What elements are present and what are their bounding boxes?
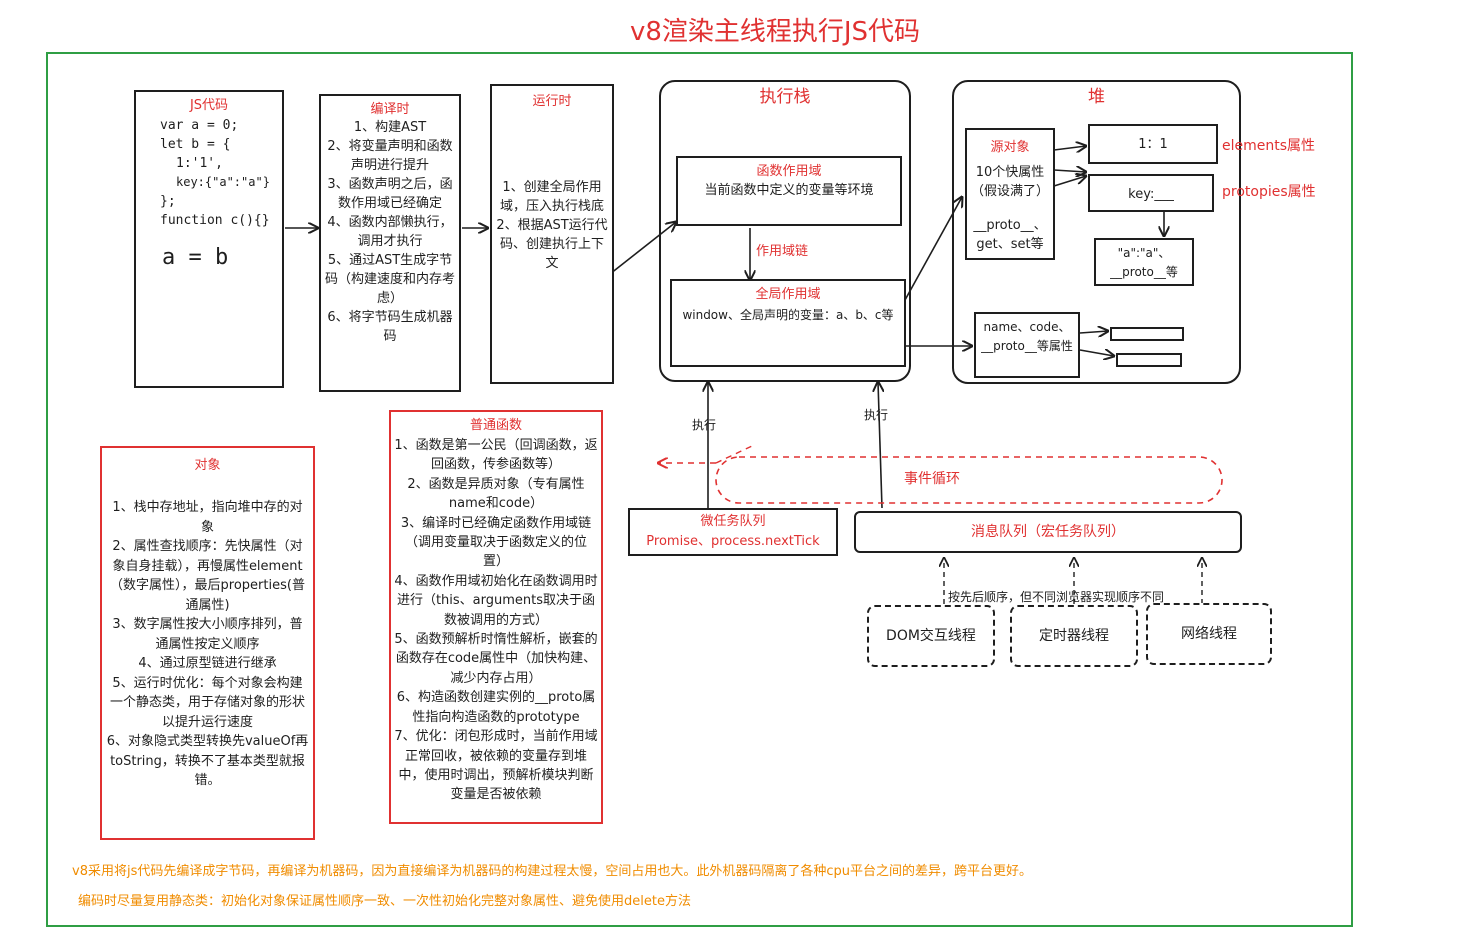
- footer-note: 编码时尽量复用静态类：初始化对象保证属性顺序一致、一次性初始化完整对象属性、避免…: [78, 894, 691, 909]
- microtask-title: 微任务队列: [700, 514, 766, 529]
- global-scope-box: 全局作用域 window、全局声明的变量：a、b、c等: [670, 279, 906, 367]
- function-body: 1、函数是第一公民（回调函数，返回函数，传参函数等） 2、函数是异质对象（专有属…: [394, 438, 598, 803]
- object-heading: 对象: [194, 458, 221, 473]
- arrow-macro-exec: [878, 382, 882, 509]
- function-props-body: name、code、__proto__等属性: [981, 320, 1073, 353]
- compile-body: 1、构建AST 2、将变量声明和函数声明进行提升 3、函数声明之后，函数作用域已…: [325, 120, 456, 344]
- footer-note: v8采用将js代码先编译成字节码，再编译为机器码，因为直接编译为机器码的构建过程…: [72, 864, 1032, 879]
- macrotask-title: 消息队列（宏任务队列）: [971, 524, 1125, 540]
- microtask-body: Promise、process.nextTick: [646, 534, 820, 549]
- runtime-body: 1、创建全局作用域，压入执行栈底 2、根据AST运行代码、创建执行上下文: [496, 180, 608, 271]
- network-thread-label: 网络线程: [1181, 626, 1237, 642]
- event-loop-ellipse: [715, 456, 1223, 504]
- dom-thread: DOM交互线程: [867, 605, 995, 667]
- elements-box: 1：1: [1088, 124, 1218, 164]
- arrow-funcprops-1: [1079, 331, 1108, 333]
- key-value: key:___: [1128, 187, 1174, 202]
- js-code-line: };: [160, 194, 176, 209]
- source-object-body: 10个快属性（假设满了）: [970, 165, 1049, 199]
- source-object-box: 源对象 10个快属性（假设满了） __proto__、get、set等: [965, 128, 1055, 260]
- compile-heading: 编译时: [370, 102, 410, 117]
- function-box: 普通函数 1、函数是第一公民（回调函数，返回函数，传参函数等） 2、函数是异质对…: [389, 410, 603, 824]
- js-code-line: 1:'1',: [176, 156, 223, 171]
- outer-frame: [46, 52, 1353, 927]
- arrow-source-to-key2: [1053, 176, 1086, 187]
- runtime-heading: 运行时: [532, 94, 572, 109]
- key-box: key:___: [1088, 174, 1214, 212]
- page-title: v8渲染主线程执行JS代码: [629, 17, 921, 47]
- execution-stack: 执行栈: [659, 80, 911, 382]
- function-prop-slot: [1116, 353, 1182, 367]
- execute-label: 执行: [692, 418, 717, 432]
- dom-thread-label: DOM交互线程: [886, 628, 976, 644]
- heap-heading: 堆: [1088, 87, 1105, 107]
- js-code-line: function c(){}: [160, 213, 270, 228]
- function-scope-box: 函数作用域 当前函数中定义的变量等环境: [676, 156, 902, 226]
- source-object-proto: __proto__、get、set等: [973, 218, 1047, 252]
- timer-thread: 定时器线程: [1010, 605, 1138, 667]
- function-scope-body: 当前函数中定义的变量等环境: [704, 183, 874, 198]
- function-props-box: name、code、__proto__等属性: [974, 312, 1080, 378]
- js-code-assign: a = b: [162, 245, 229, 270]
- event-loop-label: 事件循环: [904, 471, 960, 487]
- js-code-line: var a = 0;: [160, 118, 239, 133]
- global-scope-title: 全局作用域: [755, 287, 821, 302]
- macrotask-queue: 消息队列（宏任务队列）: [854, 511, 1242, 553]
- global-scope-body: window、全局声明的变量：a、b、c等: [682, 308, 894, 322]
- network-thread: 网络线程: [1146, 603, 1272, 665]
- arrow-funcprops-2: [1079, 350, 1114, 356]
- stack-heading: 执行栈: [759, 87, 811, 107]
- function-prop-slot: [1110, 327, 1184, 341]
- heap: 堆: [952, 80, 1241, 384]
- source-object-title: 源对象: [990, 140, 1030, 155]
- nested-object-box: "a":"a"、__proto__等: [1094, 238, 1194, 286]
- arrow-source-to-elements: [1053, 146, 1086, 150]
- object-body: 1、栈中存地址，指向堆中存的对象 2、属性查找顺序：先快属性（对象自身挂载），再…: [106, 500, 309, 788]
- object-box: 对象 1、栈中存地址，指向堆中存的对象 2、属性查找顺序：先快属性（对象自身挂载…: [100, 446, 315, 840]
- function-heading: 普通函数: [469, 418, 522, 433]
- runtime-box: 运行时 1、创建全局作用域，压入执行栈底 2、根据AST运行代码、创建执行上下文: [490, 84, 614, 384]
- js-code-line: let b = {: [160, 137, 231, 152]
- execute-label: 执行: [864, 408, 889, 422]
- microtask-queue: 微任务队列 Promise、process.nextTick: [628, 508, 838, 556]
- arrow-source-to-key: [1053, 170, 1086, 172]
- js-code-box: JS代码 var a = 0; let b = { 1:'1', key:{"a…: [134, 90, 284, 388]
- timer-thread-label: 定时器线程: [1039, 628, 1109, 644]
- scope-chain-label: 作用域链: [756, 244, 809, 259]
- properties-label: protopies属性: [1222, 184, 1316, 200]
- nested-object-body: "a":"a"、__proto__等: [1110, 246, 1178, 279]
- function-scope-title: 函数作用域: [756, 164, 822, 179]
- js-code-heading: JS代码: [189, 98, 229, 113]
- elements-value: 1：1: [1138, 137, 1168, 152]
- js-code-line: key:{"a":"a"}: [176, 175, 270, 189]
- elements-label: elements属性: [1222, 138, 1316, 154]
- order-note: 按先后顺序，但不同浏览器实现顺序不同: [948, 590, 1165, 604]
- compile-box: 编译时 1、构建AST 2、将变量声明和函数声明进行提升 3、函数声明之后，函数…: [319, 94, 461, 392]
